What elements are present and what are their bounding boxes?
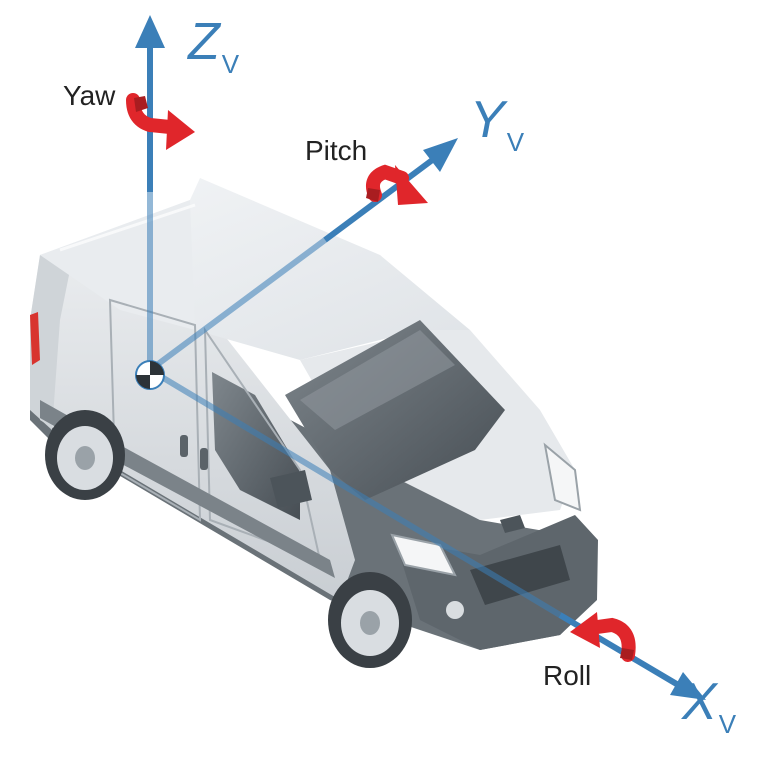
x-axis-subscript: V <box>718 709 737 739</box>
yaw-label: Yaw <box>63 80 116 111</box>
z-axis <box>135 15 165 370</box>
z-axis-subscript: V <box>221 49 240 79</box>
pitch-label: Pitch <box>305 135 368 166</box>
roll-label: Roll <box>543 660 592 691</box>
y-axis-letter: Y <box>470 91 505 149</box>
y-axis-subscript: V <box>506 127 525 157</box>
x-axis-arrowhead <box>670 672 706 700</box>
z-axis-arrowhead <box>135 15 165 48</box>
roll-rotation-arrow <box>570 612 636 662</box>
z-axis-label: ZV <box>188 12 239 80</box>
y-axis-label: YV <box>470 90 524 158</box>
van-icon <box>30 178 598 668</box>
y-axis-arrowhead <box>423 138 458 172</box>
yaw-rotation-arrow <box>126 93 195 150</box>
x-axis-letter: X <box>682 673 717 731</box>
z-axis-letter: Z <box>188 13 220 71</box>
x-axis-label: XV <box>682 672 736 740</box>
origin-marker-icon <box>135 360 165 390</box>
pitch-rotation-arrow <box>366 164 428 205</box>
